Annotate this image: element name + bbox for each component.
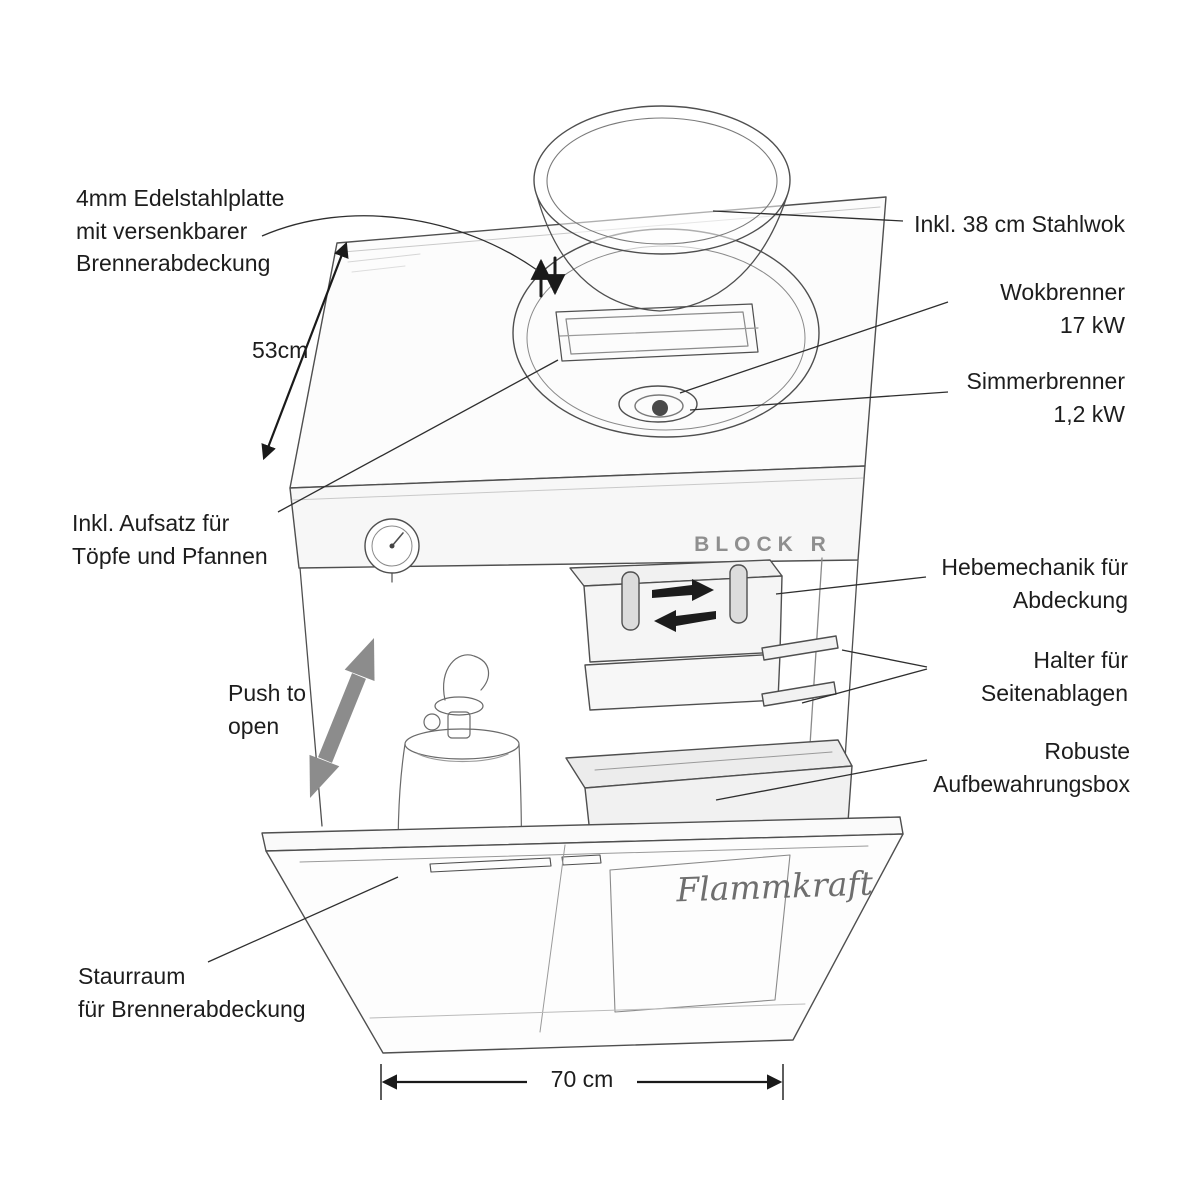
station-drawing [261, 105, 904, 1054]
leader-line-box [715, 759, 928, 801]
callout-simmer-burner: Simmerbrenner 1,2 kW [966, 368, 1126, 427]
simmer-burner-drawing [652, 400, 668, 416]
leader-line-trivet [277, 359, 559, 513]
callout-trivet: Inkl. Aufsatz für Töpfe und Pfannen [72, 510, 268, 569]
slide-arrow-right [652, 579, 714, 601]
callout-wok-burner: Wokbrenner 17 kW [1000, 279, 1125, 338]
shelf-holder-drawing [761, 635, 839, 707]
leader-line-wok-burner [679, 301, 949, 394]
leader-line-wok [712, 210, 904, 222]
dimension-label-depth: 53cm [252, 337, 309, 363]
leader-line-lift [775, 576, 927, 595]
gauge-drawing [364, 518, 420, 583]
lift-mechanism-drawing [569, 559, 783, 711]
callout-holders: Halter für Seitenablagen [980, 647, 1128, 706]
callout-wok: Inkl. 38 cm Stahlwok [914, 211, 1125, 237]
callout-plate: 4mm Edelstahlplatte mit versenkbarer Bre… [76, 185, 285, 277]
leader-lines [207, 210, 949, 963]
leader-line-simmer-burner [689, 391, 949, 411]
slide-arrow-left [654, 610, 716, 632]
wok-drawing [533, 105, 791, 312]
callout-storage: Staurraum für Brennerabdeckung [78, 963, 306, 1022]
callout-box: Robuste Aufbewahrungsbox [933, 738, 1130, 797]
drawer-drawing [261, 816, 904, 1054]
leader-line-holder-top [841, 649, 928, 668]
push-to-open-arrow [309, 638, 375, 798]
leader-line-storage [207, 876, 399, 963]
dimension-label-width: 70 cm [527, 1066, 637, 1093]
wok-burner-drawing [618, 385, 698, 423]
drawer-handle-slot [429, 857, 552, 873]
callout-lift: Hebemechanik für Abdeckung [941, 554, 1128, 613]
housing-front-drawing [289, 465, 866, 569]
leader-line-plate [261, 215, 538, 271]
plate-lift-arrows [530, 256, 566, 298]
flammkraft-script-logo: Flammkraft [675, 864, 875, 910]
block-r-logo: BLOCK R [694, 533, 832, 556]
gas-hose-drawing [443, 654, 489, 701]
leader-line-holder-bottom [801, 668, 928, 704]
dimension-arrow-depth [261, 241, 349, 461]
callout-push-to-open: Push to open [228, 680, 306, 739]
